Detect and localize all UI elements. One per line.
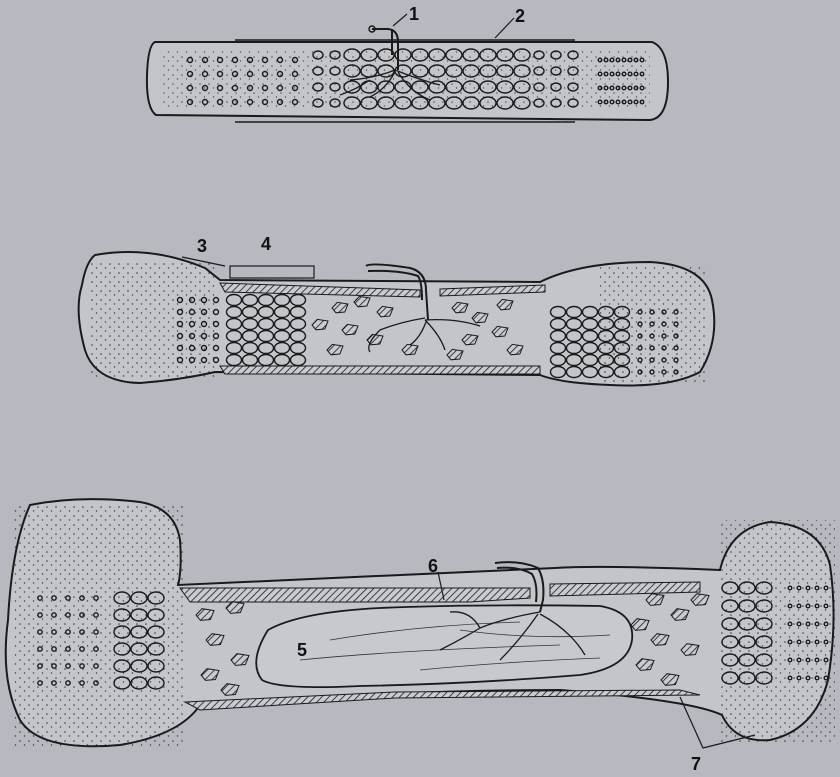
label-1: 1 bbox=[409, 4, 419, 24]
stage-1-cartilage-model: 1 2 bbox=[147, 4, 668, 122]
compact-bone-top-stage-3 bbox=[180, 588, 530, 602]
bone-collar-bottom-stage-2 bbox=[220, 366, 540, 374]
label-4: 4 bbox=[261, 234, 271, 254]
label-2: 2 bbox=[515, 6, 525, 26]
stage-3-medullary-cavity: 6 5 7 bbox=[6, 499, 835, 774]
label-3: 3 bbox=[197, 236, 207, 256]
label-7: 7 bbox=[691, 754, 701, 774]
label-5: 5 bbox=[297, 640, 307, 660]
label-6: 6 bbox=[428, 556, 438, 576]
stage-2-primary-ossification: 3 4 bbox=[79, 234, 715, 385]
marrow-cavity bbox=[256, 605, 632, 687]
